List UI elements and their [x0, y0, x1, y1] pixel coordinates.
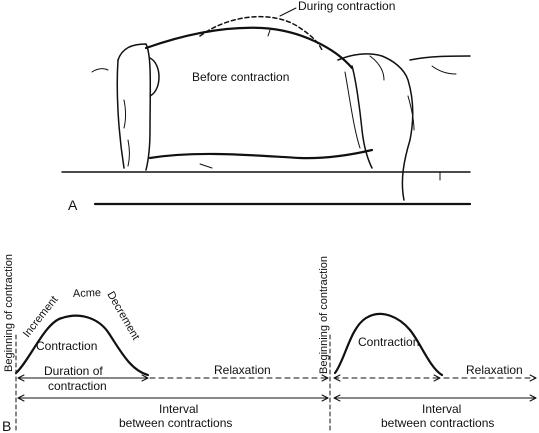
left-shadow-line	[91, 68, 109, 73]
contraction-label-1: Contraction	[36, 339, 97, 353]
relaxation-arrow-2-head	[529, 374, 537, 382]
arm-line	[407, 95, 415, 131]
hand-fingers	[351, 65, 373, 169]
beginning-contraction-label-1: Beginning of contraction	[3, 254, 15, 372]
contraction-label-2: Contraction	[358, 335, 419, 349]
interval-label-1-line1: Interval	[159, 402, 198, 416]
hand-outline	[337, 53, 414, 201]
acme-label: Acme	[73, 287, 102, 300]
left-hip-back	[116, 59, 125, 169]
panel-a: A During contraction Before contraction	[61, 0, 472, 213]
abdomen-bottom	[148, 148, 374, 160]
interval-arrow-2-right-head	[529, 394, 537, 402]
hand-thumb	[369, 55, 385, 81]
abdomen-bottom-mark	[199, 163, 213, 169]
interval-label-2-line1: Interval	[422, 402, 461, 416]
panel-b: Beginning of contraction Beginning of co…	[2, 254, 537, 433]
left-hip-bulge	[149, 57, 160, 97]
relaxation-label-2: Relaxation	[466, 363, 523, 377]
panel-a-label: A	[68, 197, 78, 213]
left-hip-outline	[117, 43, 152, 171]
beginning-contraction-label-2: Beginning of contraction	[318, 256, 330, 374]
duration-arrow-2-right-head	[433, 374, 441, 382]
before-contraction-label: Before contraction	[192, 70, 289, 84]
abdomen-mark	[267, 29, 271, 37]
wrist-line	[409, 55, 471, 61]
left-hip-detail	[123, 99, 126, 129]
left-hip-detail-2	[127, 139, 130, 167]
during-contraction-label: During contraction	[298, 0, 395, 13]
relaxation-arrow-1-head	[321, 374, 329, 382]
sleeve-detail	[431, 65, 457, 75]
duration-label-line1: Duration of	[44, 364, 103, 378]
during-contraction-outline	[199, 15, 323, 51]
relaxation-label-1: Relaxation	[214, 363, 271, 377]
interval-label-2-line2: between contractions	[381, 416, 494, 430]
contraction-curve-2	[333, 312, 444, 377]
interval-arrow-2-left-head	[333, 394, 341, 402]
interval-arrow-1-left-head	[17, 394, 25, 402]
duration-arrow-left-head	[17, 374, 25, 382]
duration-arrow-right-head	[141, 374, 149, 382]
duration-arrow-2-left-head	[333, 374, 341, 382]
abdomen-outline	[144, 26, 354, 70]
during-contraction-pointer	[279, 7, 297, 17]
increment-label: Increment	[21, 294, 61, 340]
panel-b-label: B	[2, 418, 11, 433]
contraction-curve-1	[14, 314, 150, 377]
duration-label-line2: contraction	[48, 379, 107, 393]
interval-arrow-1-right-head	[321, 394, 329, 402]
interval-label-1-line2: between contractions	[119, 416, 232, 430]
abdomen-inner-line	[344, 71, 361, 149]
